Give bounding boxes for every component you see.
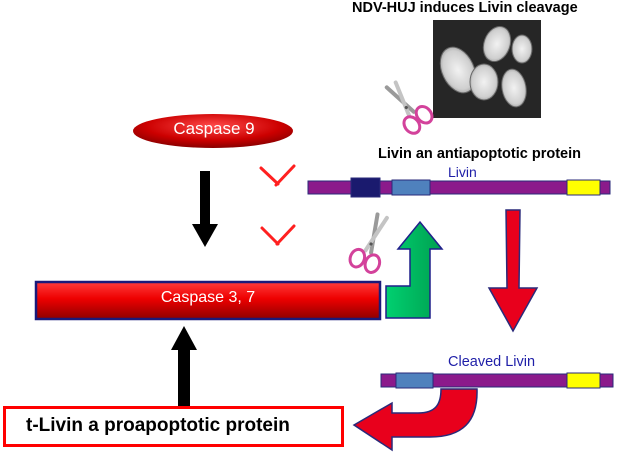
livin-domain-yellow: [566, 179, 601, 196]
red-down-arrow: [487, 209, 539, 333]
scissors-icon: [384, 80, 434, 135]
inhibition-t-bar-icon: [259, 164, 296, 187]
caspase9-ellipse: [133, 114, 293, 148]
livin-heading: Livin an antiapoptotic protein: [378, 146, 581, 162]
caspase9-label: Caspase 9: [173, 119, 255, 138]
arrow-caspase9-to-caspase37: [192, 171, 218, 247]
cleaved-domain-yellow: [566, 372, 601, 389]
livin-domain-navy: [350, 177, 381, 198]
caspase37-bar: [34, 280, 382, 321]
diagram-title: NDV-HUJ induces Livin cleavage: [352, 0, 578, 16]
inhibition-t-bar-icon: [260, 224, 296, 246]
livin-label: Livin: [448, 164, 477, 180]
red-curved-arrow: [352, 388, 478, 452]
arrow-tlivin-to-caspase37: [171, 326, 197, 409]
cleaved-livin-bar: [380, 372, 614, 389]
livin-protein-bar: [307, 177, 611, 198]
green-bent-arrow: [385, 220, 444, 319]
caspase37-label: Caspase 3, 7: [160, 289, 256, 306]
virus-particles-image: [433, 20, 541, 118]
cleaved-livin-label: Cleaved Livin: [448, 354, 536, 370]
tlivin-label: t-Livin a proapoptotic protein: [26, 415, 290, 436]
tlivin-box: [3, 406, 344, 447]
cleaved-domain-blue: [395, 372, 434, 389]
livin-domain-blue: [391, 179, 431, 196]
scissors-icon: [348, 212, 389, 274]
